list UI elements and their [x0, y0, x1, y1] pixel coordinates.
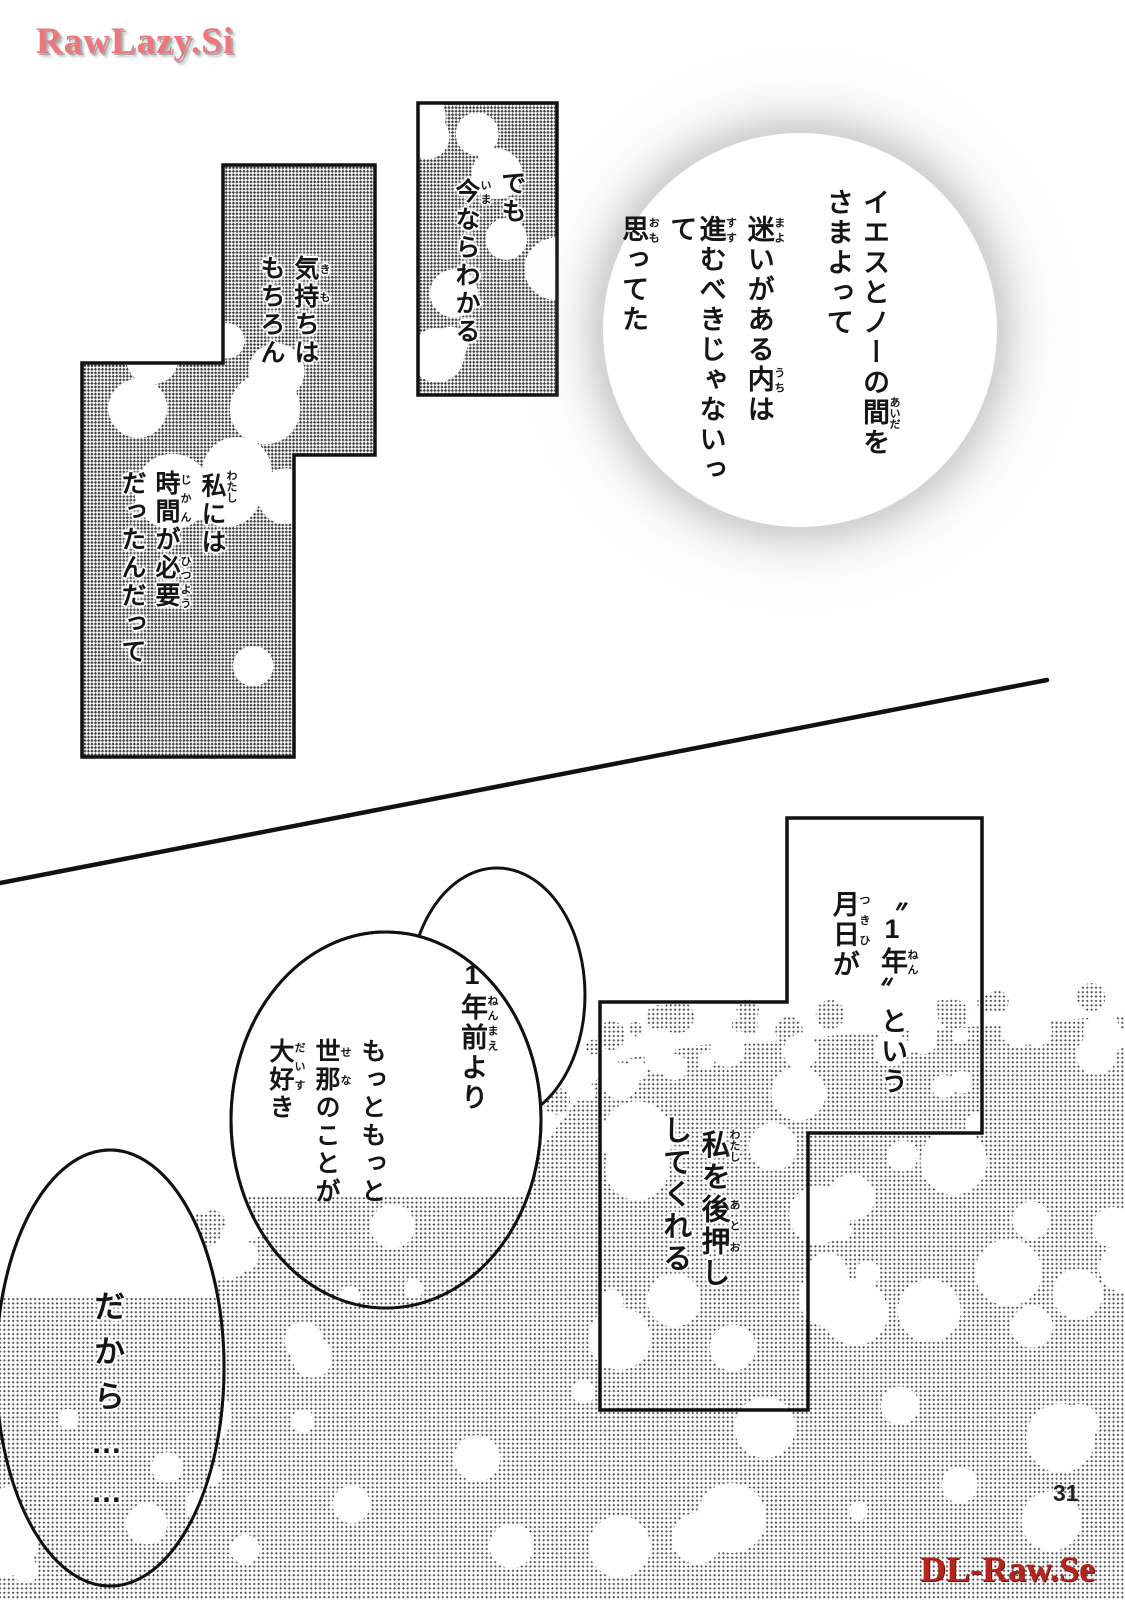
bubble-love-outline [229, 930, 543, 1310]
panel-year-text: 〝1年ねん〟という月日つきひが [822, 884, 918, 1114]
panel-kimochi-border [80, 163, 377, 759]
thought-bubble [603, 133, 997, 527]
text-line: 世那せなのことが [312, 1038, 351, 1206]
page-number: 31 [1053, 1480, 1079, 1506]
diagonal-divider [0, 677, 1050, 886]
text-line: イエスとノーの間あいだを [859, 188, 900, 458]
bubble-year-ago-text: 1年前ねんまえより [450, 960, 498, 1120]
text-line: 時間じかんが必要ひつよう [152, 470, 191, 610]
text-line: 1年前ねんまえより [457, 960, 498, 1113]
watermark-rawlazy: RawLazy.Si [36, 21, 235, 62]
text-line: 今いまならわかる [452, 178, 491, 346]
panel-year-push-border [598, 816, 984, 1412]
text-line: 思おもってた [618, 215, 660, 335]
panel-demo-text: でも今いまならわかる [445, 170, 526, 390]
text-line: もっともっと [358, 1038, 386, 1206]
text-line: 大好だいすき [266, 1038, 305, 1122]
bubble-dakara-text: だから…… [83, 1290, 124, 1580]
text-line: 私わたしを後押あとおし [697, 1129, 740, 1290]
thought-bubble-text: イエスとノーの間あいだをさまよって 迷まよいがある内うちは進すすむべきじゃないって… [611, 188, 900, 500]
text-line: さまよって [822, 188, 853, 338]
halftone-bottom-field [0, 1015, 1125, 1600]
text-line: だったんだって [118, 470, 146, 666]
text-line: 進すすむべきじゃないって [666, 215, 737, 485]
panel-kimochi-text: 気持きもちはもちろん [250, 255, 330, 445]
bubble-love-text: もっともっと世那せなのことが大好だいすき [259, 1038, 386, 1238]
bubble-dakara-outline [0, 1148, 226, 1588]
text-line: してくれる [658, 1115, 691, 1275]
text-line: 月日つきひが [828, 890, 870, 980]
panel-push-text: 私わたしを後押あとおししてくれる [651, 1115, 740, 1405]
text-line: 迷まよいがある内うちは [743, 215, 785, 425]
text-line: だから…… [89, 1290, 124, 1523]
panel-demo-border [416, 101, 559, 397]
watermark-dlraw: DL-Raw.Se [919, 1549, 1095, 1589]
text-line: でも [498, 170, 526, 226]
text-line: 〝1年ねん〟という [877, 884, 918, 1097]
text-line: 気持きもちは [291, 255, 330, 367]
text-line: 私わたしには [198, 470, 237, 557]
panel-watashi-text: 私わたしには時間じかんが必要ひつようだったんだって [111, 470, 237, 720]
panel-demo-fill [418, 103, 557, 395]
text-line: もちろん [257, 255, 285, 367]
